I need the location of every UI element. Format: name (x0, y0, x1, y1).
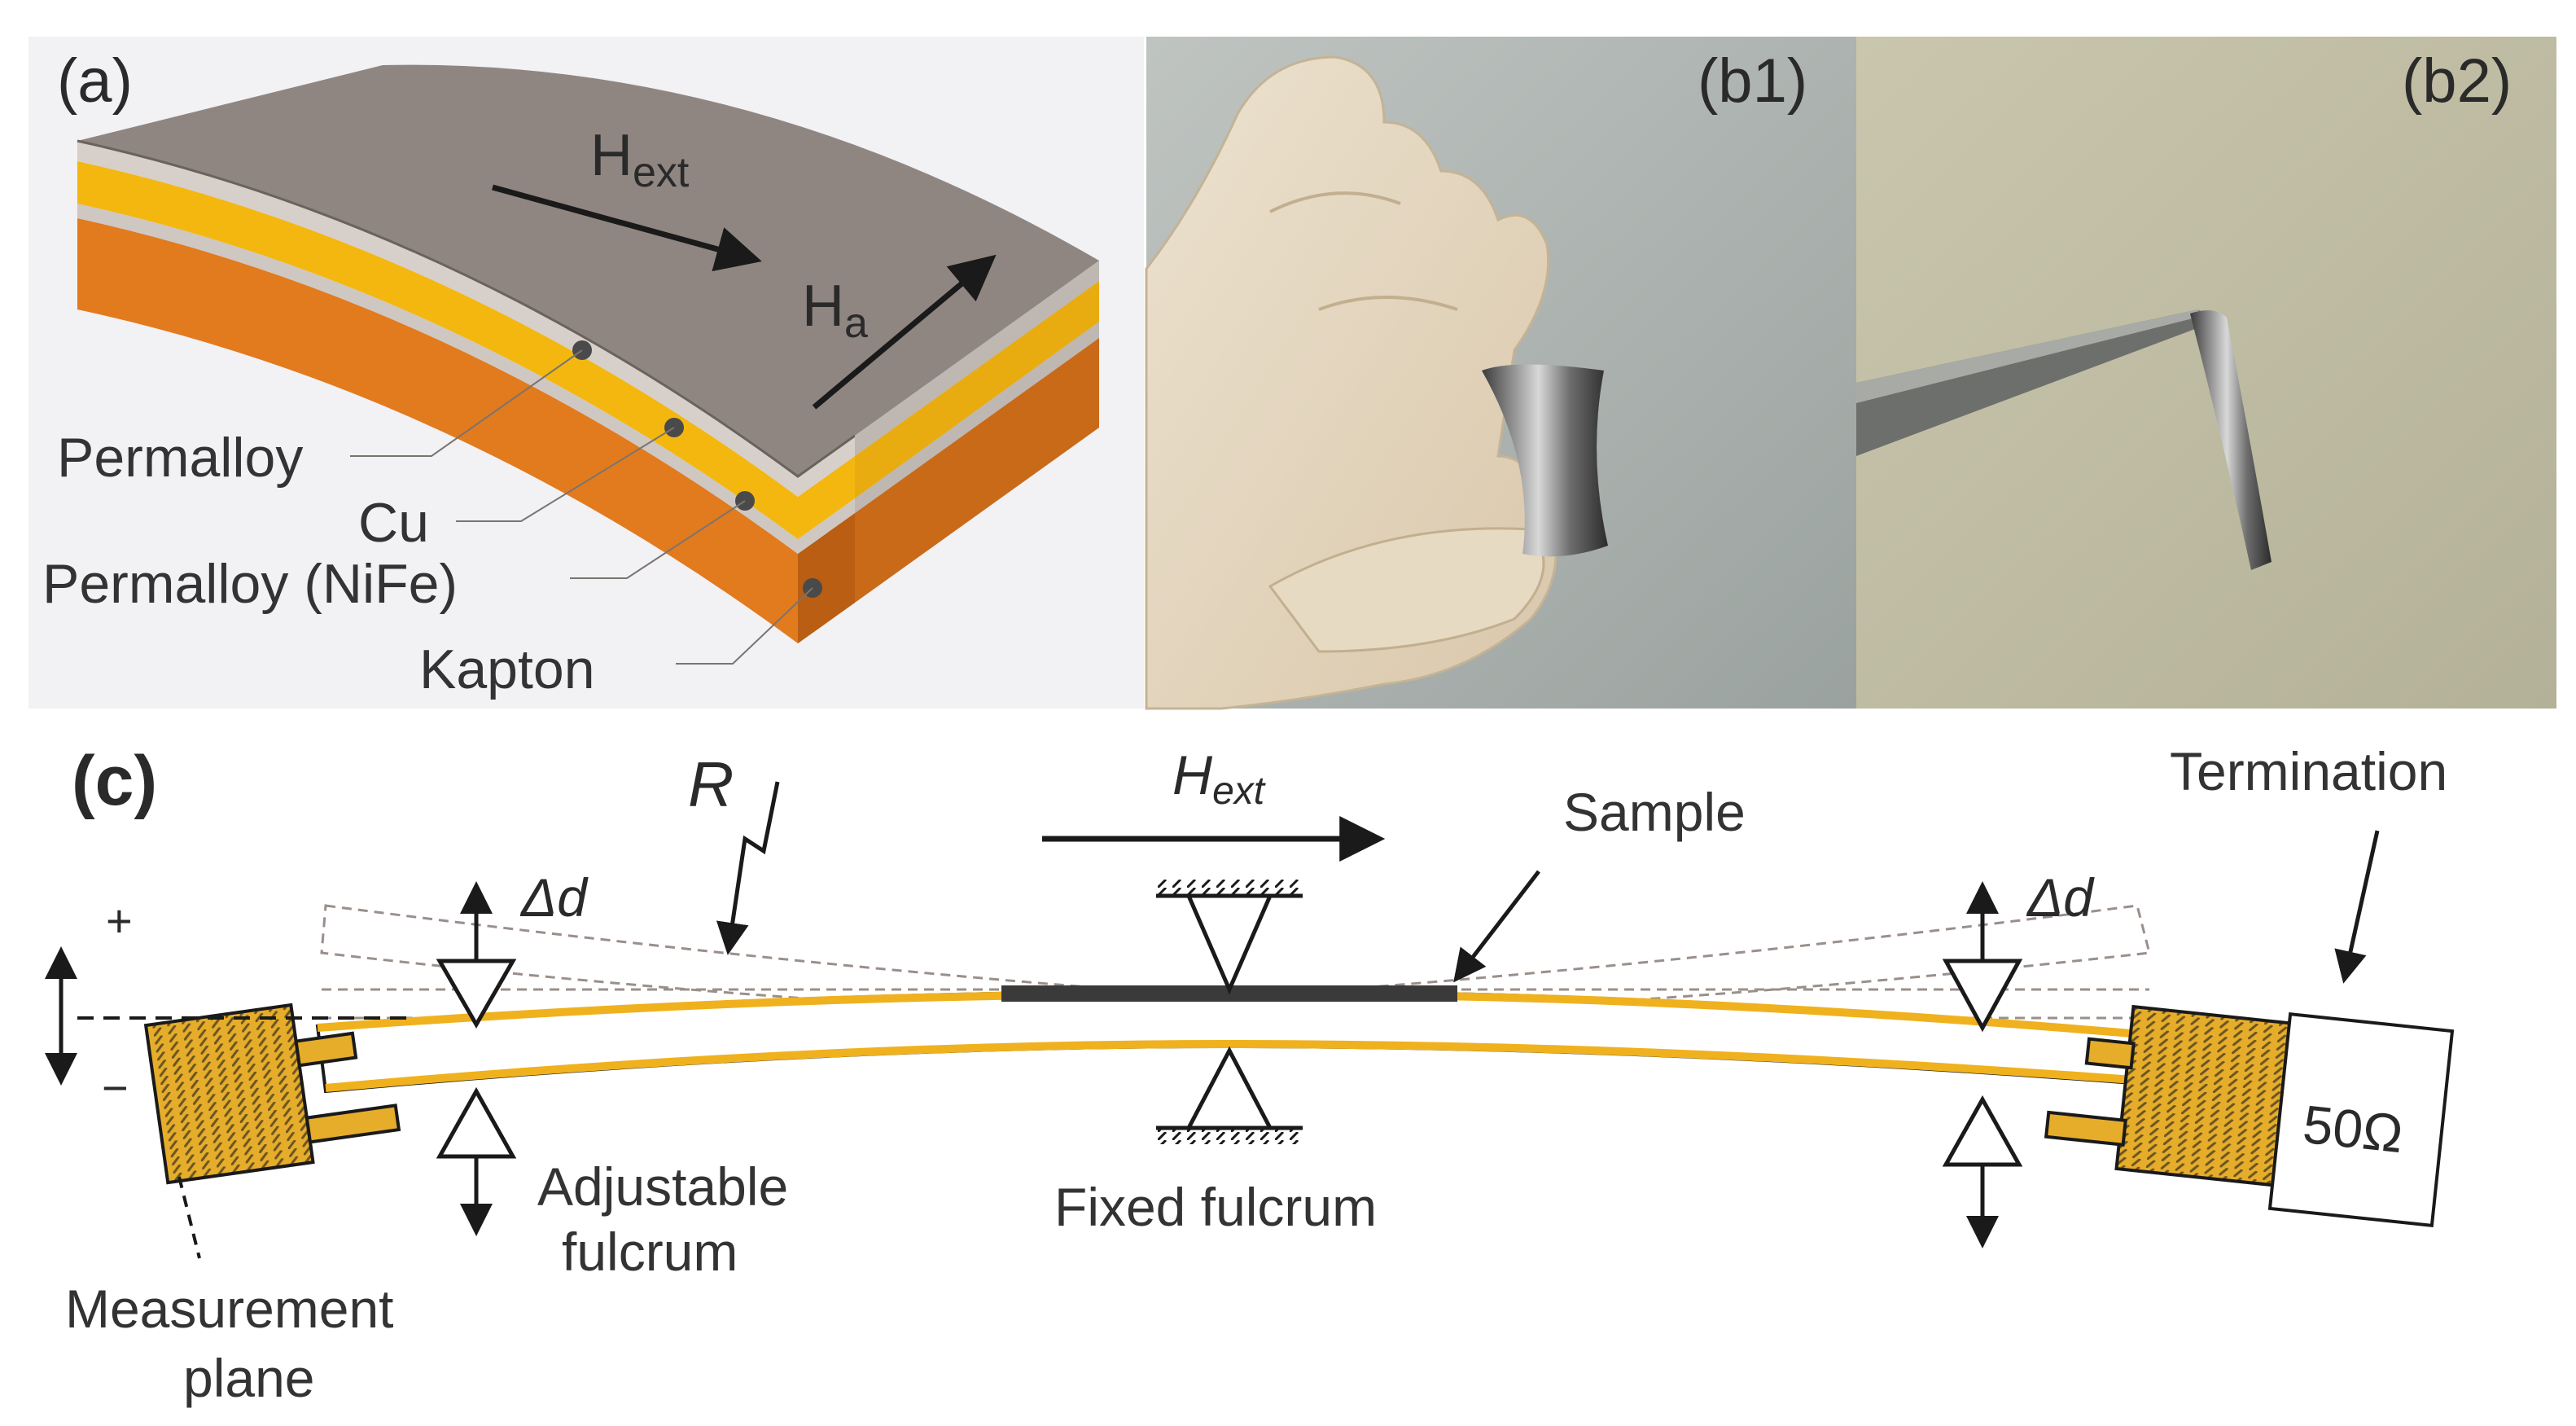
right-face-cu (855, 281, 1099, 498)
ha-label: Ha (802, 274, 868, 347)
panel-b2: (b2) (1856, 37, 2556, 709)
layer-label-kapton: Kapton (419, 638, 595, 700)
right-face-kapton (855, 338, 1099, 603)
termination-label: Termination (2170, 741, 2447, 801)
minus-sign: − (102, 1062, 129, 1113)
metal-strip (1482, 364, 1608, 557)
load-label: 50Ω (2300, 1094, 2406, 1164)
permalloy-nife-leader (570, 500, 746, 579)
termination-box (2267, 1012, 2455, 1227)
left-connector (143, 1003, 401, 1185)
layer-label-cu: Cu (358, 492, 429, 554)
fixed-fulcrum-bottom (1156, 1046, 1303, 1144)
fixed-fulcrum-top (1156, 880, 1303, 995)
adjustable-label-line2: fulcrum (562, 1222, 738, 1282)
panel-c: (c) 50Ω (45, 741, 2455, 1408)
top-surface (77, 64, 1099, 476)
ha-arrow (812, 254, 997, 410)
r-arrow (716, 781, 780, 955)
cu-layer (77, 161, 855, 539)
measurement-leader (177, 1176, 201, 1259)
fixed-fulcrum-label: Fixed fulcrum (1054, 1177, 1377, 1237)
permalloy-leader (350, 349, 583, 457)
adjustable-fulcrum-left (436, 881, 517, 1236)
layer-label-permalloy: Permalloy (57, 427, 303, 489)
r-label: R (688, 748, 734, 820)
kapton-shade (798, 513, 855, 643)
hext-arrow-a (492, 184, 762, 272)
sample-pointer (1453, 870, 1540, 983)
right-connector (2044, 1004, 2298, 1188)
thumb (1268, 527, 1545, 653)
finger-crease-1 (1269, 191, 1401, 213)
delta-d-left: Δd (519, 867, 589, 928)
panel-a-label: (a) (57, 46, 133, 116)
beam-strip-bottom (325, 1039, 2134, 1092)
layer-label-permalloy-nife: Permalloy (NiFe) (42, 553, 458, 615)
bent-strip (2190, 310, 2272, 570)
measurement-label-line2: plane (183, 1348, 315, 1408)
tweezers-highlight (1856, 309, 2202, 403)
right-face-permalloy (855, 261, 1099, 456)
hext-label-c: Hext (1172, 744, 1266, 813)
kapton-leader (676, 587, 813, 665)
plus-sign: + (106, 895, 133, 946)
top-edge (77, 139, 856, 478)
adjustable-label-line1: Adjustable (537, 1156, 788, 1217)
hext-label-a: Hext (590, 123, 690, 196)
panel-b2-label: (b2) (2402, 46, 2512, 116)
termination-pointer (2334, 830, 2380, 984)
panel-a: Hext Ha Permalloy Cu Permalloy (NiFe) Ka… (28, 37, 1144, 709)
panel-c-label: (c) (72, 742, 157, 820)
tweezers (1856, 309, 2215, 456)
finger-crease-2 (1318, 296, 1458, 311)
adjustable-fulcrum-right (1942, 881, 2023, 1248)
panel-b1: (b1) (1145, 37, 1856, 710)
panel-b1-label: (b1) (1698, 46, 1807, 116)
sample-label: Sample (1563, 782, 1746, 842)
delta-d-right: Δd (2026, 867, 2095, 928)
cu-leader (456, 427, 675, 522)
measurement-label-line1: Measurement (65, 1279, 394, 1339)
permalloy-upper-layer (77, 141, 855, 497)
right-face-permalloy2 (855, 322, 1099, 513)
